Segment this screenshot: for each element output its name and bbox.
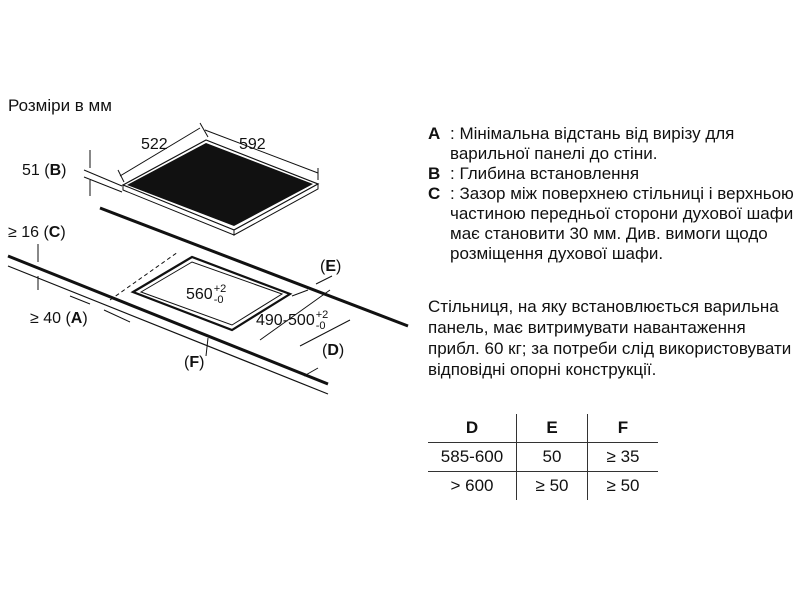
dimension-e-label: (E)	[320, 258, 342, 275]
dimension-depth-label: 592	[239, 136, 266, 153]
table-cell: ≥ 35	[587, 442, 658, 472]
dimension-lines-top	[117, 122, 319, 183]
table-cell: ≥ 50	[606, 476, 640, 495]
legend-text: : Мінімальна відстань від вирізу для вар…	[450, 124, 735, 163]
legend: A : Мінімальна відстань від вирізу для в…	[428, 124, 800, 264]
dimension-b-label: 51 (B)	[22, 162, 67, 179]
table-cell: ≥ 50	[516, 471, 588, 500]
legend-item-b: B : Глибина встановлення	[428, 164, 800, 184]
load-note: Стільниця, на яку встановлюється варильн…	[428, 297, 792, 379]
clearance-table: D E F 585-600 50 ≥ 35 > 600 ≥ 50 ≥ 50	[428, 414, 658, 500]
dimension-f-label: (F)	[184, 354, 205, 371]
cutout-depth-label: 490-500+2-0	[256, 309, 329, 332]
legend-item-a: A : Мінімальна відстань від вирізу для в…	[428, 124, 800, 164]
legend-key: A	[428, 124, 441, 143]
legend-text: : Зазор між поверхнею стільниці і верхнь…	[450, 184, 794, 263]
legend-key: B	[428, 164, 441, 183]
legend-item-c: C : Зазор між поверхнею стільниці і верх…	[428, 184, 800, 264]
legend-key: C	[428, 184, 441, 203]
cutout-drawing	[130, 255, 293, 332]
side-dimension-markers	[37, 244, 333, 377]
worktop-drawing	[7, 206, 409, 395]
table-header-row: D E F	[428, 414, 658, 443]
table-row: > 600 ≥ 50 ≥ 50	[428, 471, 658, 500]
hob-drawing	[121, 139, 320, 236]
table-cell: 50	[516, 442, 588, 472]
dimension-d-label: (D)	[322, 342, 345, 359]
table-cell: 585-600	[428, 442, 517, 472]
dimension-width-label: 522	[141, 136, 168, 153]
diagram-title: Розміри в мм	[8, 96, 112, 115]
table-header-e: E	[516, 414, 588, 443]
table-row: 585-600 50 ≥ 35	[428, 442, 658, 472]
installation-diagram	[7, 122, 409, 395]
dimension-a-label: ≥ 40 (A)	[30, 310, 88, 327]
legend-text: : Глибина встановлення	[450, 164, 640, 183]
table-cell: > 600	[428, 471, 517, 500]
dimension-b-arrows	[83, 150, 123, 196]
cutout-width-label: 560+2-0	[186, 283, 227, 306]
table-header-d: D	[428, 414, 517, 443]
table-header-f: F	[587, 414, 658, 443]
dimension-c-label: ≥ 16 (C)	[8, 224, 66, 241]
